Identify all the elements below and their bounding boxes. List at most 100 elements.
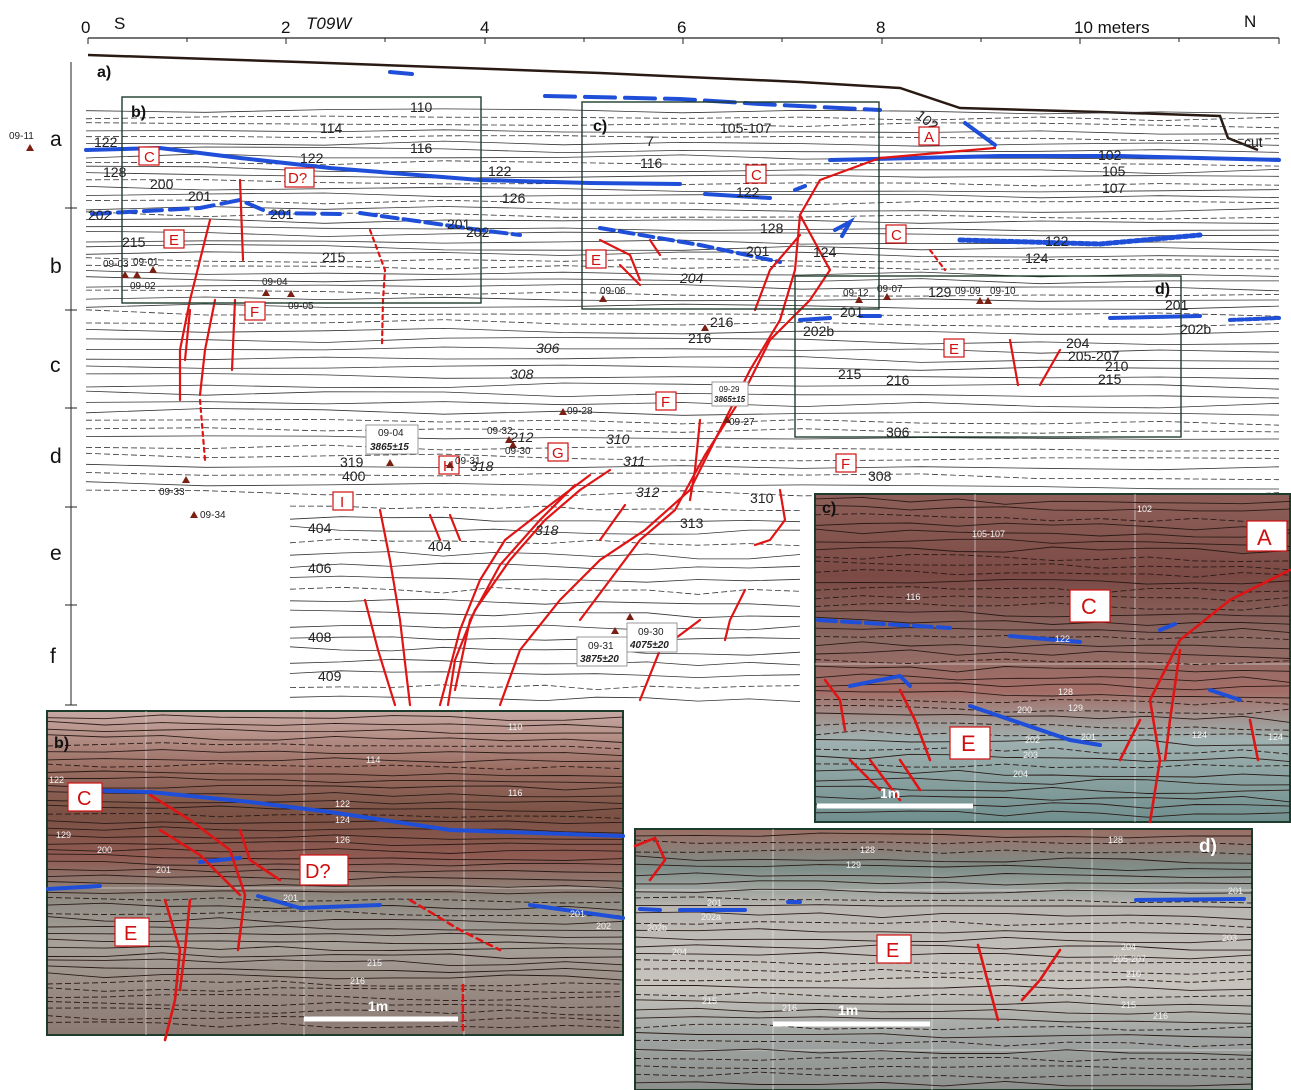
stratum-line — [85, 319, 1280, 328]
unit-label: 124 — [813, 244, 837, 260]
tick-6: 6 — [677, 18, 686, 37]
stratum-line — [85, 284, 1280, 292]
stratum-line — [85, 211, 1280, 220]
photo-unit-label: 201 — [707, 898, 722, 908]
stratum-line — [46, 1021, 624, 1029]
photo-unit-label: 128 — [1058, 687, 1073, 697]
sample-marker — [855, 296, 863, 303]
stratum-line — [634, 863, 1253, 872]
photo-unit-label: 114 — [366, 755, 380, 765]
stratum-line — [85, 108, 1280, 115]
stratum-line — [85, 244, 1280, 251]
event-box: A — [1246, 520, 1288, 552]
stratum-line — [814, 602, 1291, 611]
sample-marker — [509, 441, 517, 448]
stratum-line — [289, 586, 801, 595]
stratum-line — [634, 952, 1253, 960]
stratum-line — [46, 820, 624, 825]
unit-label: 204 — [1066, 335, 1090, 351]
stratum-line — [46, 800, 624, 805]
photo-unit-label: 205-207 — [1113, 954, 1146, 964]
unit-label: 308 — [868, 468, 892, 484]
stratum-line — [46, 896, 624, 904]
stratum-line — [46, 714, 624, 721]
sample-marker — [133, 271, 141, 278]
unit-label: 212 — [509, 429, 534, 445]
stratum-line — [46, 785, 624, 791]
photo-c-label: c) — [822, 500, 836, 517]
photo-unit-labels: 128 128 129 201 202a 202b 201 203 204 20… — [647, 835, 1243, 1021]
stratum-line — [46, 952, 624, 959]
event-box: C — [1069, 589, 1111, 623]
row-d: d — [50, 445, 62, 468]
photo-unit-label: 204 — [1013, 769, 1028, 779]
photo-unit-label: 129 — [846, 860, 861, 870]
stratum-line — [289, 646, 801, 656]
unit-label: 122 — [300, 150, 324, 166]
row-a: a — [50, 128, 62, 151]
stratum-line — [85, 129, 1280, 135]
stratum-line — [634, 1048, 1253, 1056]
box-d — [794, 275, 1182, 438]
stratum-line — [634, 1032, 1253, 1039]
box-c-label: c) — [593, 118, 607, 135]
stratum-line — [46, 763, 624, 770]
photo-unit-label: 201 — [156, 865, 171, 875]
svg-text:D?: D? — [288, 170, 307, 187]
stratum-line — [46, 958, 624, 967]
stratum-line — [85, 444, 1280, 452]
tick-0: 0 — [81, 18, 90, 37]
unit-label: 312 — [636, 484, 660, 500]
photo-unit-label: 122 — [335, 799, 350, 809]
svg-text:3865±15: 3865±15 — [370, 442, 409, 453]
photo-unit-label: 122 — [49, 775, 64, 785]
unit-label: 201 — [270, 206, 294, 222]
unit-label: 202 — [88, 207, 112, 223]
sample-label: 09-11 — [9, 131, 34, 142]
stratum-line — [634, 1056, 1253, 1063]
stratum-line — [46, 979, 624, 987]
svg-text:09-30: 09-30 — [638, 627, 664, 638]
stratum-line — [634, 1039, 1253, 1048]
unit-label: 126 — [502, 190, 526, 206]
unit-label: 311 — [623, 453, 645, 469]
stratum-line — [814, 522, 1291, 531]
photo-unit-label: 124 — [1192, 730, 1207, 740]
sample-marker — [723, 416, 731, 423]
stratum-line — [634, 984, 1253, 991]
stratum-line — [46, 734, 624, 743]
unit-label: 105-107 — [720, 120, 772, 136]
stratum-line — [634, 1080, 1253, 1087]
sample-marker — [626, 613, 634, 620]
svg-text:A: A — [1257, 525, 1272, 550]
stratum-line — [85, 309, 1280, 317]
stratum-line — [289, 599, 801, 607]
sample-marker — [190, 511, 198, 518]
sample-marker — [883, 293, 891, 300]
unit-label: 205-207 — [1068, 348, 1120, 364]
svg-text:09-04: 09-04 — [378, 428, 404, 439]
svg-text:09-31: 09-31 — [588, 641, 614, 652]
box-d-label: d) — [1155, 281, 1170, 298]
sample-marker — [505, 436, 513, 443]
sample-marker — [26, 144, 34, 151]
stratum-line — [814, 546, 1291, 555]
unit-label: 215 — [122, 234, 146, 250]
stratum-line — [46, 945, 624, 952]
unit-label: 216 — [710, 314, 734, 330]
stratum-line — [814, 627, 1291, 634]
age-box: 09-30 4075±20 — [626, 622, 678, 653]
photo-unit-label: 129 — [1068, 703, 1083, 713]
event-box: E — [114, 917, 150, 947]
stratum-line — [634, 1065, 1253, 1070]
unit-label: 204 — [679, 270, 704, 286]
unit-label: 116 — [640, 155, 663, 171]
unit-label: 202b — [1180, 321, 1211, 337]
photo-unit-label: 216 — [350, 976, 365, 986]
main-log: a) b) c) d) cut 110 114 116 122 122 122 … — [9, 53, 1281, 707]
stratum-line — [814, 699, 1291, 706]
svg-text:E: E — [949, 341, 959, 358]
stratum-line — [289, 525, 801, 535]
unit-label: 313 — [680, 515, 704, 531]
stratum-line — [634, 848, 1253, 855]
